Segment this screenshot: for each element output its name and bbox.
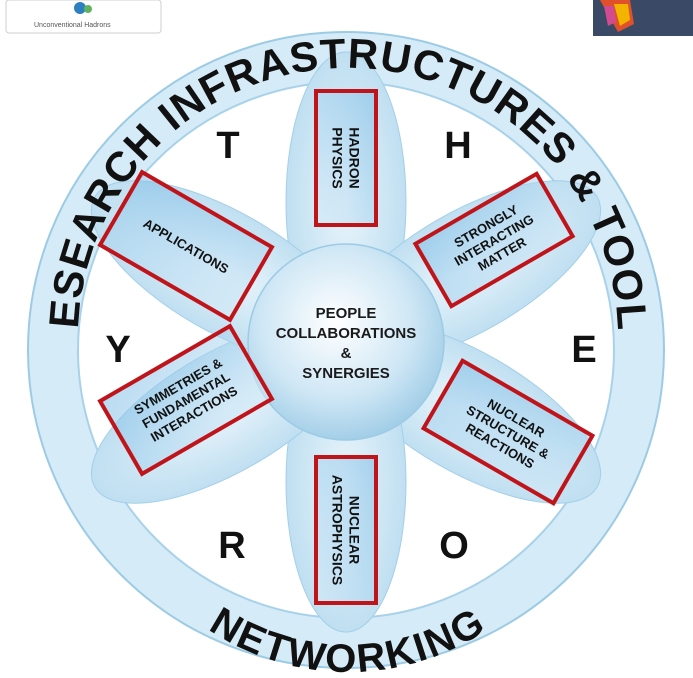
topic-box-label: NUCLEAR (347, 496, 363, 564)
topic-box-frame (420, 357, 596, 507)
topic-box-frame (314, 89, 378, 227)
center-line: PEOPLE (316, 305, 377, 322)
center-line: & (341, 345, 352, 362)
theory-letter: T (216, 125, 239, 167)
logo-caption: Unconventional Hadrons (34, 22, 111, 29)
theory-letter: Y (105, 329, 130, 371)
topic-box-frame (97, 169, 275, 323)
corner-image (590, 0, 693, 38)
center-text: PEOPLE COLLABORATIONS & SYNERGIES (276, 305, 417, 382)
topic-box-frame (97, 323, 275, 477)
topic-box-frame (314, 455, 378, 605)
theory-letter: O (439, 525, 469, 567)
center-line: SYNERGIES (302, 365, 390, 382)
topic-box-applications: APPLICATIONS (97, 169, 275, 323)
topic-box-label: ASTROPHYSICS (330, 475, 346, 585)
corner-image-graphic (590, 0, 693, 38)
topic-box-label: HADRON (347, 127, 363, 188)
theory-letter: R (218, 525, 245, 567)
theory-letter: E (571, 329, 596, 371)
logo: Unconventional Hadrons (0, 0, 168, 36)
center-line: COLLABORATIONS (276, 325, 417, 342)
center-circle (247, 243, 445, 441)
theory-letter: H (444, 125, 471, 167)
topic-box-label: PHYSICS (330, 127, 346, 188)
topic-box-frame (412, 171, 576, 309)
topic-boxes: HADRONPHYSICSSTRONGLYINTERACTINGMATTERNU… (97, 89, 596, 605)
theory-letters: T H E O R Y (105, 125, 596, 567)
logo-graphic (0, 0, 168, 36)
